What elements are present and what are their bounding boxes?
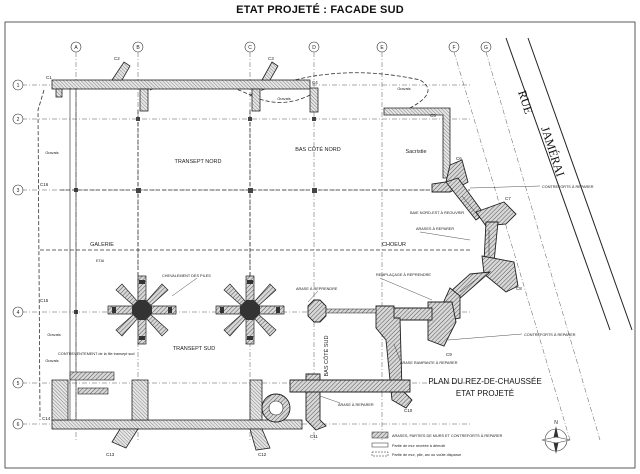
room-transept-nord: TRANSEPT NORD [175,159,222,165]
buttress-c7: C7 [505,196,511,201]
north-wall [51,61,319,113]
drawing-title: ETAT PROJETÉ : FACADE SUD [236,4,404,16]
room-choeur: CHOEUR [382,242,406,248]
buttress-c14: C14 [42,416,51,421]
legend-item-1: ARASES, PARTIES DE MURS ET CONTREFORTS À… [392,434,503,438]
row-4-label: 4 [17,310,20,316]
note-remplacage: REMPLAÇAGE À REPRENDRE [376,273,431,277]
spiral-stair [261,393,291,423]
note-arase: ARASE À REPRENDRE [296,287,338,291]
note-baie: BAIE NORD-EST À REOUVRIR [410,211,464,215]
south-aisle-walls [289,305,413,431]
note-chevalement: CHEVALEMENT DES PILES [162,274,211,278]
note-arases-reparer: ARASES À REPARER [416,227,454,231]
buttress-c10: C10 [404,408,413,413]
street-name-1: RUE [515,89,536,116]
pier-markers [74,117,317,314]
note-etai: ETAI [96,259,104,263]
south-props [69,371,115,395]
col-d-label: D [312,45,316,51]
column-marker-labels: A B C D E F G [74,45,488,51]
buttress-c6: C6 [456,156,462,161]
buttress-c9: C9 [446,352,452,357]
street-name-2: JAMÉRAI [538,125,567,179]
pier-shoring-1 [107,275,177,345]
room-galerie: GALERIE [90,242,114,248]
room-gravats-5: Gravats [45,359,58,363]
buttress-c13: C13 [106,452,115,457]
buttress-c1: C1 [46,75,52,80]
buttress-c2: C2 [114,56,120,61]
col-c-label: C [248,45,252,51]
row-1-label: 1 [17,83,20,89]
room-gravats-2: Gravats [277,97,290,101]
row-5-label: 5 [17,381,20,387]
row-markers [12,79,24,430]
note-contreforts-2: CONTREFORTS À REPARER [524,333,576,337]
pier-octagonal [307,299,377,323]
pier-shoring-2 [215,275,285,345]
buttress-c4: C4 [312,80,318,85]
slanted-grid-lines [453,51,601,441]
col-b-label: B [136,45,140,51]
col-g-label: G [484,45,488,51]
room-bas-cote-sud: BAS CÔTÉ SUD [323,335,330,376]
sacristie-walls [383,107,451,179]
row-marker-labels: 1 2 3 4 5 6 [17,83,20,428]
buttress-c3: C3 [268,56,274,61]
buttress-c8: C8 [516,286,522,291]
south-wall [51,379,303,451]
legend-item-3: Partie de mur, pile, arc ou voûte dispar… [392,453,461,457]
buttress-c15: C15 [40,298,49,303]
col-e-label: E [380,45,384,51]
room-transept-sud: TRANSEPT SUD [173,346,215,352]
note-contreforts-1: CONTREFORTS À REPARER [542,185,594,189]
street-edges [505,37,633,331]
row-2-label: 2 [17,117,20,123]
legend-swatches [371,431,389,457]
choir-window-openings [459,195,490,293]
leader-lines [171,185,541,404]
column-markers [70,41,492,53]
room-bas-cote-nord: BAS CÔTÉ NORD [295,146,341,153]
row-6-label: 6 [17,422,20,428]
room-gravats-4: Gravats [47,333,60,337]
row-3-label: 3 [17,188,20,194]
buttress-c12: C12 [258,452,267,457]
room-sacristie: Sacristie [405,149,426,155]
plan-title-line2: ETAT PROJETÉ [456,389,514,398]
note-arase-rampante: ARASE RAMPANTE À REPARER [400,361,458,365]
col-f-label: F [452,45,455,51]
note-contreventement: CONTREVENTEMENT de la file transept sud [58,352,135,356]
drawing-frame [4,21,636,469]
buttress-c11: C11 [310,434,318,439]
buttress-c16: C16 [40,182,49,187]
room-gravats-1: Gravats [45,151,58,155]
legend-item-2: Partie de mur recréée à démolir [392,444,446,448]
galerie-lines [69,88,77,420]
note-arase-reparer: ARASE À REPARER [338,403,374,407]
choir-apse-walls [391,159,519,347]
buttress-c5: C5 [430,113,436,118]
vanished-walls [37,72,470,421]
room-gravats-3: Gravats [397,87,410,91]
col-a-label: A [74,45,78,51]
north-label: N [554,420,558,426]
plan-title-line1: PLAN DU REZ-DE-CHAUSSÉE [428,377,541,386]
north-arrow-icon [541,426,571,454]
